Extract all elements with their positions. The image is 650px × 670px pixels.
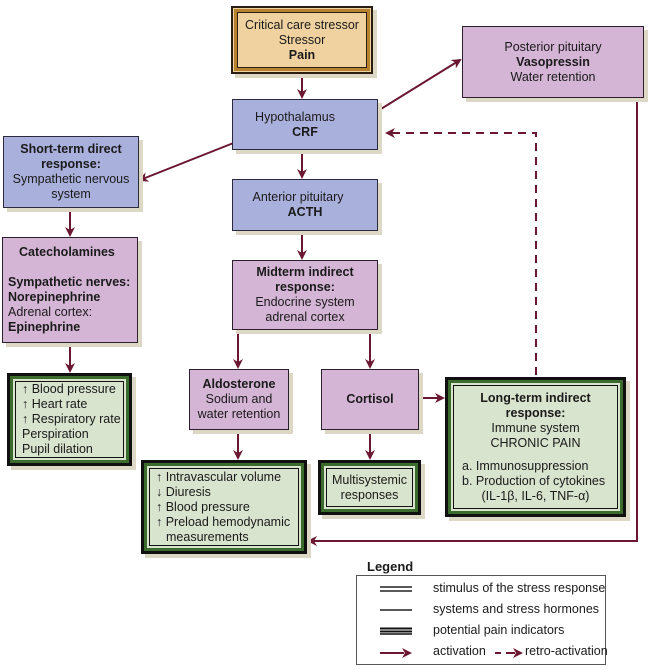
adrenal-cortex-label: Adrenal cortex: [8,305,93,319]
indicator-item: ↑ Blood pressure [22,382,116,396]
multisystemic-line1: Multisystemic [331,472,407,487]
long-term-line1: Long-term indirect [480,390,591,405]
indicator-item: ↑ Heart rate [22,397,88,411]
sympathetic-nerves-label: Sympathetic nerves: [8,275,131,289]
arrow-hypothalamus-to-short-term [138,141,237,182]
aldosterone-line3: water retention [197,407,281,421]
water-retention-label: Water retention [510,69,596,84]
legend: stimulus of the stress response systems … [356,575,608,665]
vasopressin-label: Vasopressin [516,54,590,69]
short-term-line4: system [51,187,91,201]
triple-line-swatch [380,627,412,635]
midterm-line2: response: [275,280,335,294]
cytokines-item: b. Production of cytokines [462,473,606,488]
aldosterone-box: Aldosterone Sodium and water retention [189,369,289,430]
legend-item-stimulus: stimulus of the stress response [433,581,606,595]
catecholamines-title: Catecholamines [19,245,115,259]
indicator-item: ↑ Intravascular volume [156,469,282,484]
cortisol-box: Cortisol [321,369,419,430]
fluid-indicators-box: ↑ Intravascular volume ↓ Diuresis ↑ Bloo… [141,460,307,554]
epinephrine-label: Epinephrine [8,320,81,334]
immune-system-label: Immune system [491,420,580,435]
activation-arrow-swatch [380,648,412,658]
crf-label: CRF [292,124,318,139]
short-term-line1: Short-term direct [20,142,122,156]
hypothalamus-label: Hypothalamus [255,109,335,124]
single-line-swatch [380,609,412,611]
acth-label: ACTH [287,205,323,219]
legend-item-retro-activation: retro-activation [525,644,608,658]
aldosterone-title: Aldosterone [202,377,276,391]
chronic-pain-label: CHRONIC PAIN [490,435,581,450]
midterm-line1: Midterm indirect [256,265,354,279]
hypothalamus-box: Hypothalamus CRF [232,99,378,150]
short-term-line2: response: [41,157,101,171]
indicator-item: Pupil dilation [22,442,93,456]
short-term-response-box: Short-term direct response: Sympathetic … [3,136,139,208]
indicator-item: measurements [166,529,249,544]
arrow-retro-activation [385,128,537,375]
stressor-box: Critical care stressor Stressor Pain [231,6,373,74]
indicator-item: ↑ Respiratory rate [22,412,121,426]
immunosuppression-item: a. Immunosuppression [462,458,589,473]
norepinephrine-label: Norepinephrine [8,290,101,304]
midterm-line3: Endocrine system [255,295,355,309]
cytokines-list: (IL-1β, IL-6, TNF-α) [481,488,590,503]
posterior-pituitary-line1: Posterior pituitary [504,39,602,54]
midterm-line4: adrenal cortex [265,310,345,324]
multisystemic-box: Multisystemic responses [318,460,421,515]
indicator-item: ↓ Diuresis [156,484,211,499]
aldosterone-line2: Sodium and [205,392,273,406]
catecholamines-box: Catecholamines Sympathetic nerves: Norep… [2,237,138,343]
indicator-item: ↑ Blood pressure [156,499,250,514]
double-line-swatch [380,586,412,592]
retro-activation-arrow-swatch [495,648,523,658]
posterior-pituitary-box: Posterior pituitary Vasopressin Water re… [462,26,644,98]
anterior-pituitary-box: Anterior pituitary ACTH [232,179,378,231]
long-term-response-box: Long-term indirect response: Immune syst… [445,377,626,517]
long-term-line2: response: [505,405,566,420]
short-term-line3: Sympathetic nervous [12,172,130,186]
stressor-line1: Critical care stressor [245,17,359,32]
multisystemic-line2: responses [340,487,399,502]
arrow-vasopressin-to-fluid [307,99,638,546]
midterm-response-box: Midterm indirect response: Endocrine sys… [232,260,378,330]
legend-title: Legend [367,559,414,574]
indicator-item: Perspiration [22,427,89,441]
anterior-pituitary-label: Anterior pituitary [252,190,344,204]
stressor-line3: Pain [288,47,316,62]
sympathetic-indicators-box: ↑ Blood pressure ↑ Heart rate ↑ Respirat… [7,373,132,466]
cortisol-label: Cortisol [346,392,394,406]
arrow-hypothalamus-to-posterior-pituitary [375,58,462,113]
legend-item-systems: systems and stress hormones [433,602,600,616]
legend-item-indicators: potential pain indicators [433,623,565,637]
stressor-line2: Stressor [278,32,326,47]
indicator-item: ↑ Preload hemodynamic [156,514,291,529]
legend-item-activation: activation [433,644,486,658]
